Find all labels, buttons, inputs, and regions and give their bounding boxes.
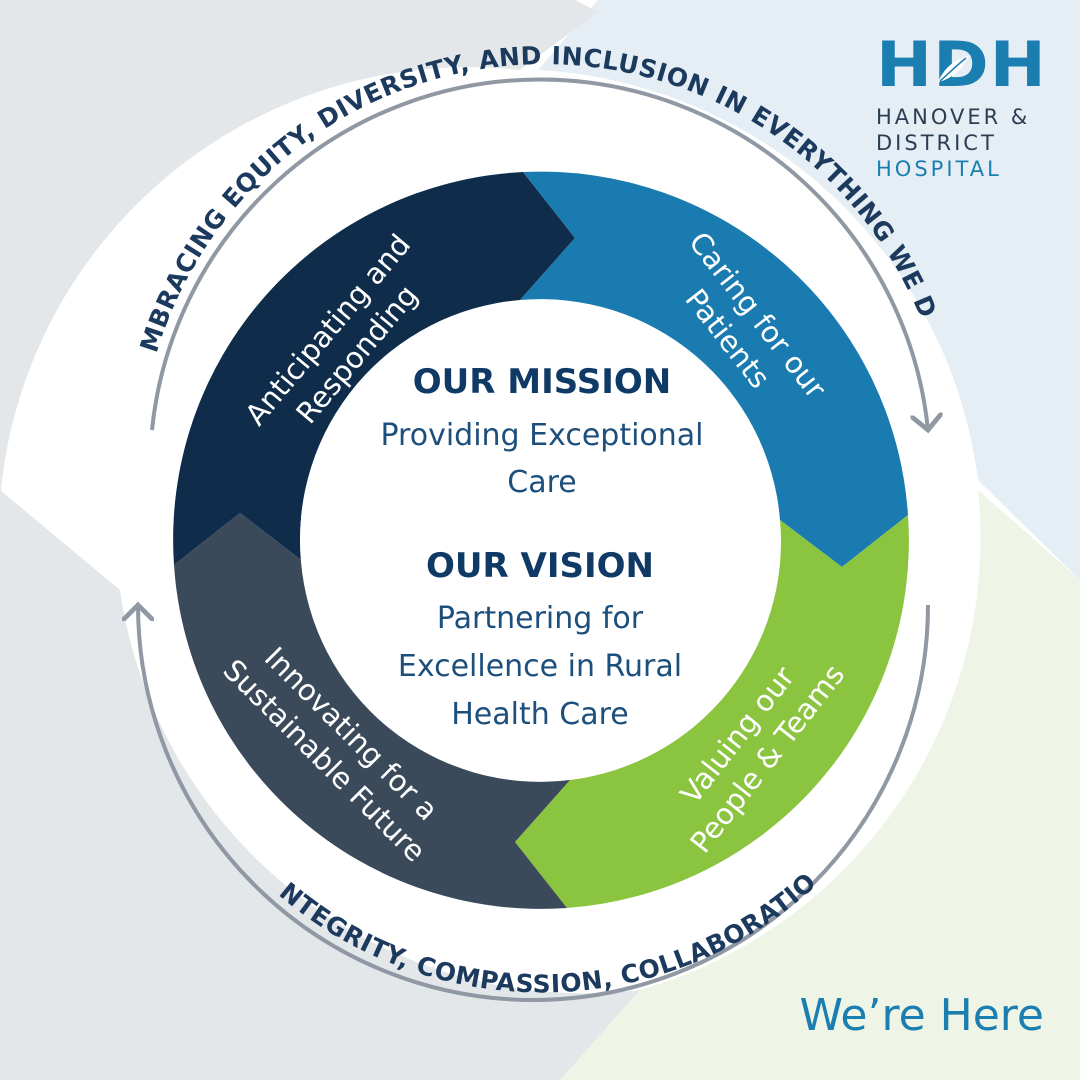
vision-line1: Partnering for — [437, 601, 644, 636]
segment-valuing — [515, 515, 909, 908]
leaf-icon — [938, 56, 969, 82]
outer-arc-bottom — [138, 605, 930, 1002]
background-arrow-left — [0, 0, 598, 500]
background-arrow-bottom-left — [0, 490, 640, 1080]
background-arrow-top-right — [538, 0, 1080, 580]
logo-line-hospital: HOSPITAL — [876, 157, 1002, 181]
hospital-logo: HDH HANOVER & DISTRICT HOSPITAL — [876, 34, 1046, 182]
segment-caring — [520, 171, 908, 568]
background-arrow-bottom-right — [560, 490, 1080, 1080]
mission-heading: OUR MISSION — [413, 362, 671, 402]
logo-line-district: DISTRICT — [876, 131, 997, 155]
center-text: OUR MISSION Providing Exceptional Care O… — [380, 362, 703, 732]
segment-innovating — [174, 513, 570, 909]
outer-arc-top — [150, 77, 928, 430]
outer-arrow-arcs — [138, 77, 930, 1002]
logo-line-hanover: HANOVER & — [876, 105, 1031, 129]
wheel — [173, 171, 909, 909]
vision-line3: Health Care — [451, 697, 629, 732]
vision-heading: OUR VISION — [426, 546, 654, 586]
mission-line2: Care — [507, 465, 576, 500]
tagline: We’re Here — [799, 990, 1044, 1041]
vision-line2: Excellence in Rural — [398, 649, 682, 684]
mission-line1: Providing Exceptional — [380, 418, 703, 453]
center-circle — [300, 300, 780, 780]
segment-anticipating — [173, 172, 575, 565]
